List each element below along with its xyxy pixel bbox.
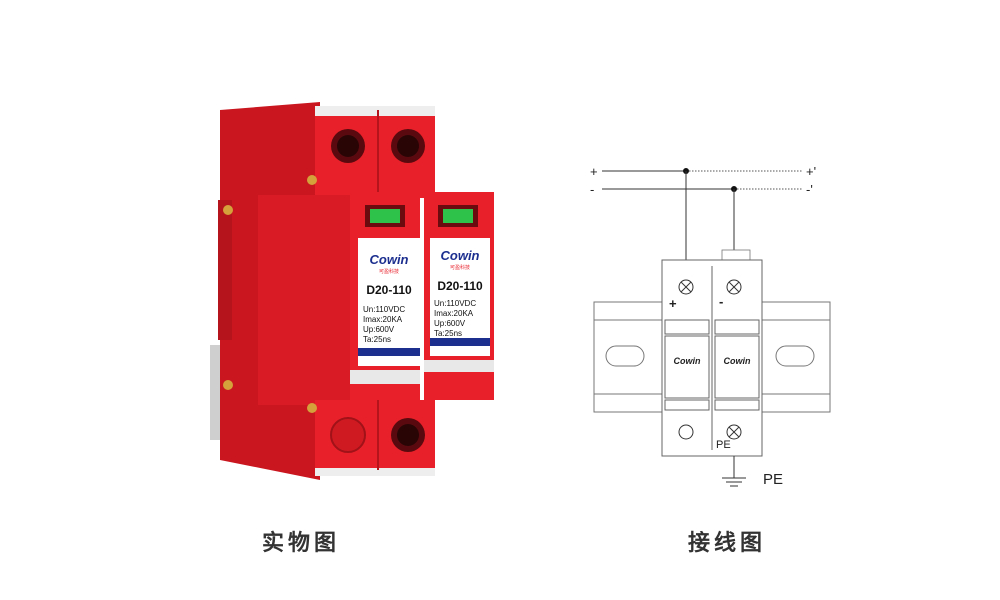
spec-ta: Ta:25ns (363, 335, 391, 344)
product-photo: Cowin 可盈科技 D20-110 Un:110VDC Imax:20KA U… (190, 80, 510, 500)
brand-logo: Cowin (370, 252, 409, 267)
module-2: Cowin 可盈科技 D20-110 Un:110VDC Imax:20KA U… (424, 192, 494, 400)
status-window (443, 209, 473, 223)
module-brand-left: Cowin (674, 356, 701, 366)
spec-ta: Ta:25ns (434, 329, 462, 338)
ground-icon (722, 477, 746, 487)
spec-imax: Imax:20KA (363, 315, 403, 324)
module-minus-label: - (719, 294, 723, 309)
brand-logo: Cowin (441, 248, 480, 263)
wiring-diagram: + - +' -' + - Cowin (570, 150, 860, 490)
module-brand-right: Cowin (724, 356, 751, 366)
spec-up: Up:600V (363, 325, 395, 334)
brand-sub: 可盈科技 (450, 264, 470, 271)
caption-photo: 实物图 (262, 531, 341, 556)
screw-icon (307, 403, 317, 413)
model-label: D20-110 (437, 279, 483, 293)
model-label: D20-110 (366, 283, 412, 297)
pe-outer-label: PE (763, 471, 783, 488)
spd-device (661, 259, 763, 457)
screw-icon (223, 205, 233, 215)
caption-wiring: 接线图 (688, 531, 767, 556)
module-plus-label: + (669, 296, 677, 311)
status-window (370, 209, 400, 223)
brand-sub: 可盈科技 (379, 268, 399, 275)
spec-un: Un:110VDC (434, 299, 476, 308)
plus-terminal-label: + (590, 164, 598, 179)
module-1: Cowin 可盈科技 D20-110 Un:110VDC Imax:20KA U… (350, 192, 420, 400)
minus-terminal-label: - (590, 182, 594, 197)
minus-out-label: -' (806, 182, 813, 197)
front-side-block (258, 195, 358, 405)
spec-up: Up:600V (434, 319, 466, 328)
plus-out-label: +' (806, 164, 816, 179)
pe-inner-label: PE (716, 439, 731, 451)
spec-un: Un:110VDC (363, 305, 405, 314)
screw-icon (307, 175, 317, 185)
screw-icon (223, 380, 233, 390)
terminal-icon (678, 424, 694, 440)
spec-imax: Imax:20KA (434, 309, 474, 318)
